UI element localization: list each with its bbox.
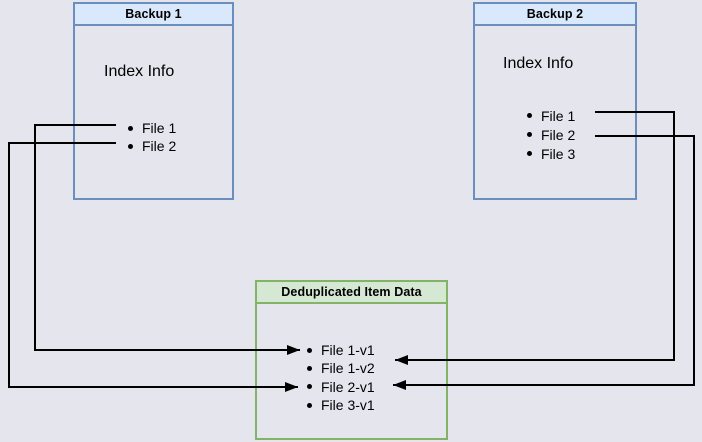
backup-2-file-list: File 1 File 2 File 3 xyxy=(527,106,575,163)
file-label: File 1-v1 xyxy=(321,342,375,359)
bullet-icon xyxy=(307,402,312,408)
list-item: File 2 xyxy=(527,125,575,144)
list-item: File 1-v1 xyxy=(307,341,375,359)
bullet-icon xyxy=(527,151,532,156)
file-label: File 1-v2 xyxy=(321,360,375,377)
node-backup-1: Backup 1 Index Info File 1 File 2 xyxy=(73,2,234,200)
bullet-icon xyxy=(527,113,532,118)
list-item: File 1 xyxy=(527,106,575,125)
backup-1-file-list: File 1 File 2 xyxy=(128,119,176,155)
node-backup-2-title: Backup 2 xyxy=(475,4,635,26)
file-label: File 2-v1 xyxy=(321,378,375,395)
node-deduplicated-item-data: Deduplicated Item Data File 1-v1 File 1-… xyxy=(255,280,448,440)
file-label: File 1 xyxy=(142,120,177,136)
node-backup-1-subtitle: Index Info xyxy=(104,63,175,80)
file-label: File 3-v1 xyxy=(321,397,375,414)
bullet-icon xyxy=(307,365,312,371)
file-label: File 2 xyxy=(541,126,576,143)
bullet-icon xyxy=(128,125,133,131)
file-label: File 1 xyxy=(541,107,576,124)
node-dedup-title: Deduplicated Item Data xyxy=(257,282,446,304)
list-item: File 2-v1 xyxy=(307,378,375,396)
dedup-file-list: File 1-v1 File 1-v2 File 2-v1 File 3-v1 xyxy=(307,341,375,414)
list-item: File 1 xyxy=(128,119,176,137)
node-backup-2: Backup 2 Index Info File 1 File 2 File 3 xyxy=(473,2,637,200)
bullet-icon xyxy=(307,384,312,390)
list-item: File 3 xyxy=(527,144,575,163)
bullet-icon xyxy=(527,132,532,137)
file-label: File 2 xyxy=(142,138,177,154)
node-backup-1-title: Backup 1 xyxy=(75,4,232,26)
bullet-icon xyxy=(128,143,133,149)
node-backup-2-subtitle: Index Info xyxy=(503,55,574,72)
list-item: File 1-v2 xyxy=(307,359,375,377)
bullet-icon xyxy=(307,347,312,353)
list-item: File 3-v1 xyxy=(307,396,375,414)
file-label: File 3 xyxy=(541,145,576,162)
list-item: File 2 xyxy=(128,137,176,155)
